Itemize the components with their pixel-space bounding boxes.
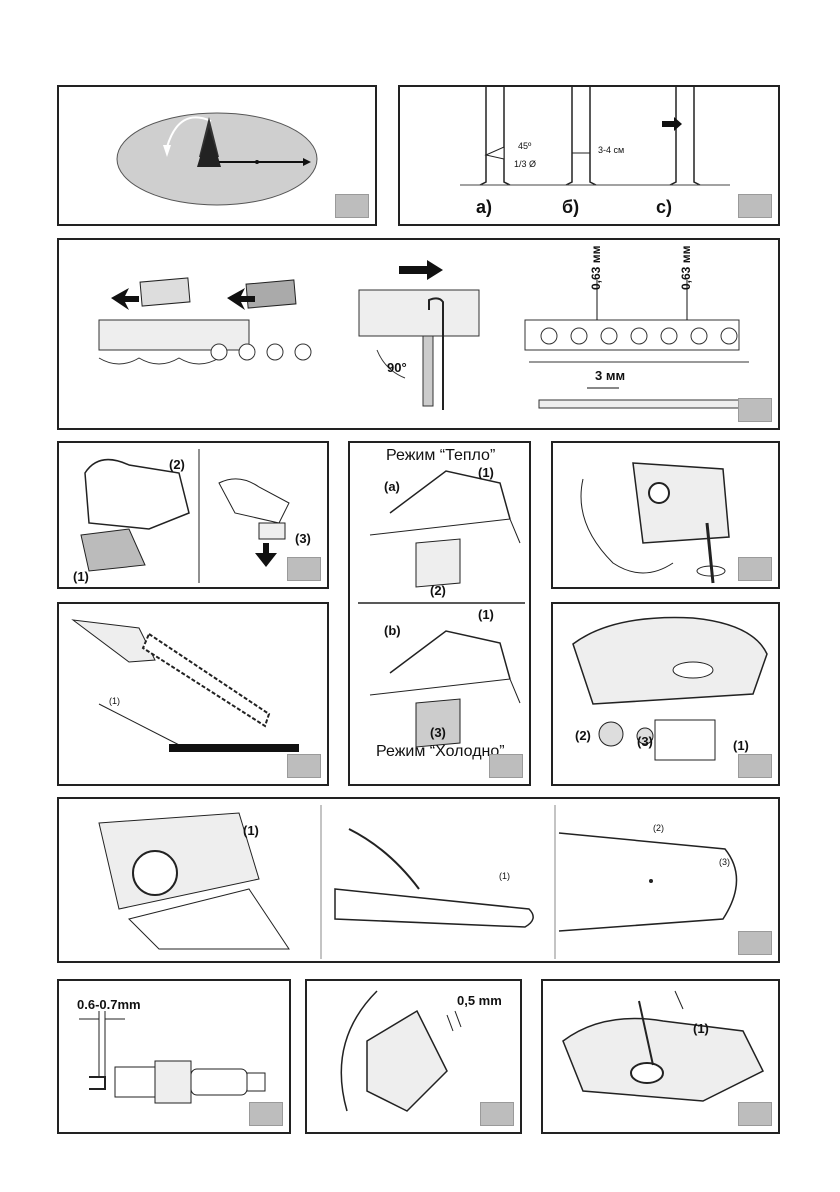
clutch-drawing	[340, 990, 462, 1112]
panel-felling-cuts: 45º 1/3 Ø 3-4 см а) б) с)	[398, 85, 780, 226]
figure-number-badge	[738, 1102, 772, 1126]
label-b: (b)	[384, 623, 401, 638]
panel-choke-modes: Режим “Тепло” (a) (1) (2) (b) (1) (3) Ре…	[348, 441, 531, 786]
carb-label-3: (3)	[637, 734, 653, 749]
figure-number-badge	[489, 754, 523, 778]
panel-spark-plug: 0.6-0.7mm	[57, 979, 291, 1134]
figure-number-badge	[287, 754, 321, 778]
spark-plug-drawing	[79, 1011, 266, 1104]
choke-modes-drawing	[358, 470, 525, 748]
gap-label: 3 мм	[595, 368, 626, 383]
label-2: (2)	[430, 583, 446, 598]
figure-number-badge	[335, 194, 369, 218]
panel-clutch: 0,5 mm	[305, 979, 522, 1134]
depth-right-label: 0,63 мм	[679, 245, 693, 290]
carb-label-1: (1)	[733, 738, 749, 753]
figure-number-badge	[249, 1102, 283, 1126]
figure-number-badge	[738, 931, 772, 955]
label-1-bottom: (1)	[478, 607, 494, 622]
spark-gap-label: 0.6-0.7mm	[77, 997, 141, 1012]
screw-label-1: (1)	[693, 1021, 709, 1036]
bar-service-drawing	[98, 805, 738, 959]
air-filter-drawing	[80, 449, 290, 583]
figure-number-badge	[738, 398, 772, 422]
label-c: с)	[656, 197, 673, 217]
angle-90-label: 90°	[387, 360, 407, 375]
filter-cleaning-drawing	[580, 462, 730, 584]
clutch-gap-label: 0,5 mm	[457, 993, 502, 1008]
chain-sharpening-drawing	[98, 260, 749, 410]
label-2: (2)	[169, 457, 185, 472]
panel-filter-cleaning	[551, 441, 780, 589]
figure-number-badge	[738, 754, 772, 778]
label-1: (1)	[73, 569, 89, 584]
figure-number-badge	[287, 557, 321, 581]
adjust-screw-drawing	[562, 990, 765, 1102]
tip-label-3: (3)	[719, 857, 730, 867]
felling-zone-drawing	[116, 112, 318, 206]
label-3: (3)	[430, 725, 446, 740]
depth-left-label: 0,63 мм	[589, 245, 603, 290]
panel-bar-service: (1) (1) (2) (3)	[57, 797, 780, 963]
tree-trunks-drawing	[460, 87, 730, 186]
cold-mode-title: Режим “Холодно”	[376, 743, 505, 760]
chain-oiling-drawing	[71, 619, 299, 752]
panel-chain-oiling: (1)	[57, 602, 329, 786]
panel-adjust-screw: (1)	[541, 979, 780, 1134]
label-a: (a)	[384, 479, 400, 494]
oil-label-1: (1)	[109, 696, 120, 706]
figure-number-badge	[738, 194, 772, 218]
hole-label-2: (2)	[653, 823, 664, 833]
hinge-label: 3-4 см	[598, 145, 625, 155]
panel-air-filter: (2) (1) (3)	[57, 441, 329, 589]
panel-felling-zone	[57, 85, 377, 226]
carburetor-drawing	[572, 616, 768, 761]
depth-label: 1/3 Ø	[514, 159, 537, 169]
bar-label-1: (1)	[499, 871, 510, 881]
label-3: (3)	[295, 531, 311, 546]
figure-number-badge	[480, 1102, 514, 1126]
warm-mode-title: Режим “Тепло”	[386, 447, 496, 464]
panel-carburetor: (2) (3) (1)	[551, 602, 780, 786]
cover-label-1: (1)	[243, 823, 259, 838]
carb-label-2: (2)	[575, 728, 591, 743]
label-a: а)	[476, 197, 493, 217]
label-1-top: (1)	[478, 465, 494, 480]
panel-chain-sharpening: 90° 0,63 мм 0,63 мм 3 мм	[57, 238, 780, 430]
angle-label: 45º	[518, 141, 532, 151]
label-b: б)	[562, 197, 580, 217]
figure-number-badge	[738, 557, 772, 581]
